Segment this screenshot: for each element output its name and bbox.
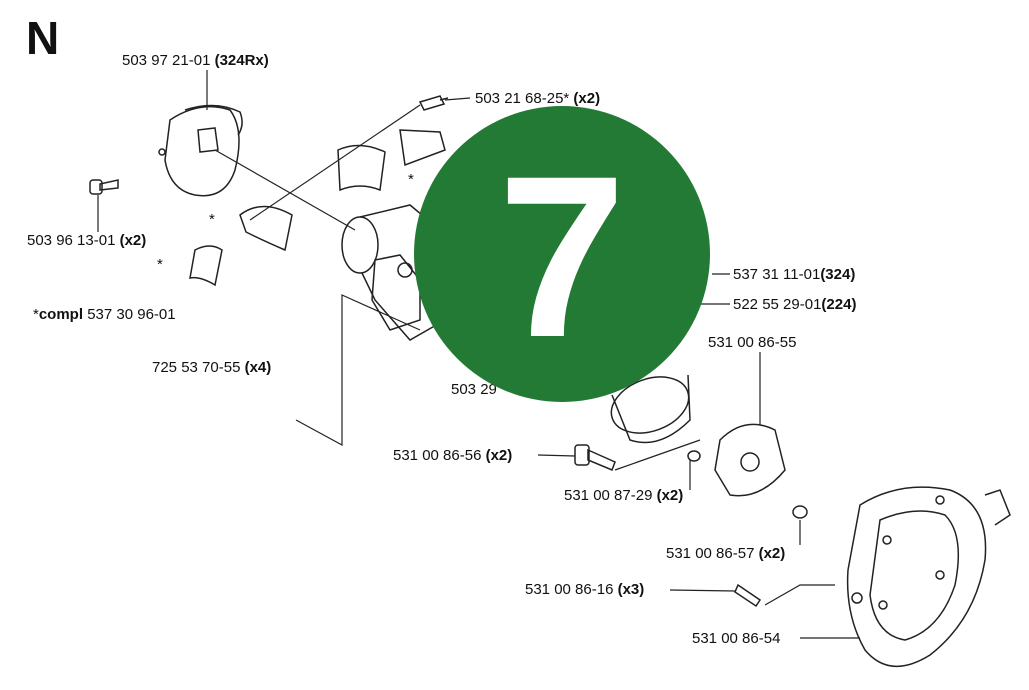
asterisk-mark: *	[157, 256, 163, 273]
part-label: 531 00 86-16 (x3)	[525, 581, 645, 598]
small-screw	[734, 583, 762, 608]
part-label: 503 97 21-01 (324Rx)	[122, 52, 269, 69]
part-label: 531 00 86-54	[692, 630, 781, 647]
part-label: 531 00 86-56 (x2)	[393, 447, 513, 464]
part-label: 531 00 86-55	[708, 334, 797, 351]
part-label: 503 29	[451, 381, 497, 398]
screw-left	[89, 179, 119, 195]
part-label: 522 55 29-01(224)	[733, 296, 857, 313]
cover-plate	[846, 486, 1011, 668]
clutch-assembly	[714, 423, 786, 497]
asterisk-mark: *	[408, 171, 414, 188]
part-label: 531 00 86-57 (x2)	[666, 545, 786, 562]
asterisk-mark: *	[209, 211, 215, 228]
part-label: 725 53 70-55 (x4)	[152, 359, 272, 376]
washers	[687, 450, 808, 519]
part-label: 537 31 11-01(324)	[733, 266, 856, 283]
leader-lines	[97, 70, 860, 639]
part-label: 503 21 68-25* (x2)	[475, 90, 601, 107]
part-label: 503 96 13-01 (x2)	[27, 232, 147, 249]
clamp-parts	[189, 129, 446, 287]
kit-note: *compl 537 30 96-01	[33, 306, 176, 323]
clutch-drum	[610, 374, 691, 444]
section-letter: N	[26, 12, 60, 64]
step-number: 7	[498, 128, 626, 385]
guard-part	[158, 104, 243, 197]
screw-top	[418, 95, 449, 111]
clutch-bolt	[574, 444, 616, 471]
part-label: 531 00 87-29 (x2)	[564, 487, 684, 504]
step-number-badge: 7	[414, 106, 710, 402]
